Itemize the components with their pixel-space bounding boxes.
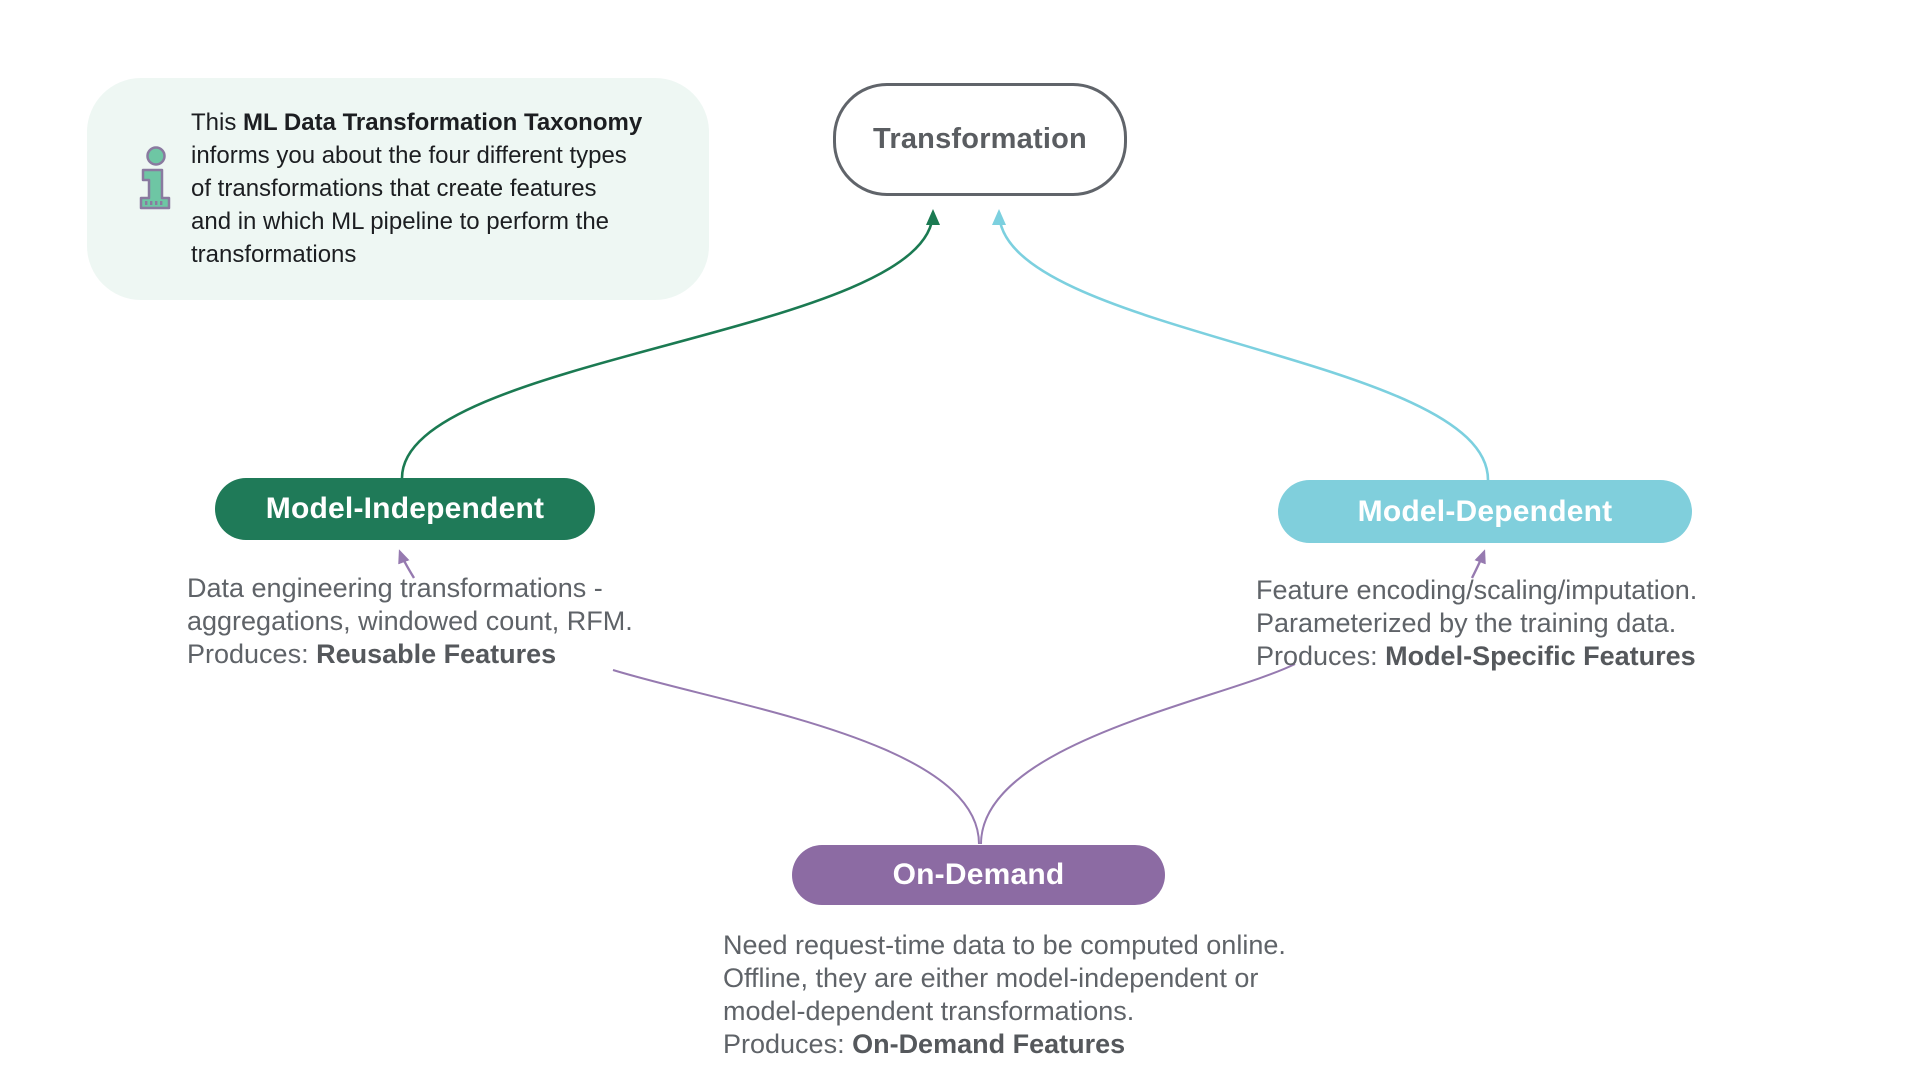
info-text-line5: transformations (191, 241, 357, 268)
info-text-prefix: This (191, 109, 244, 136)
desc-line: Offline, they are either model-independe… (723, 963, 1259, 993)
desc-produces-line: Produces: Reusable Features (187, 638, 633, 671)
info-callout: This ML Data Transformation Taxonomy inf… (87, 78, 709, 300)
info-text-line4: and in which ML pipeline to perform the (191, 208, 610, 235)
node-model-independent-label: Model-Independent (265, 492, 545, 525)
desc-model-dependent: Feature encoding/scaling/imputation. Par… (1256, 574, 1697, 673)
node-on-demand: On-Demand (792, 845, 1165, 905)
info-text: This ML Data Transformation Taxonomy inf… (191, 106, 701, 271)
edge-on-demand-to-model-dependent (980, 663, 1296, 845)
produces-value: Model-Specific Features (1385, 641, 1696, 671)
desc-line: Need request-time data to be computed on… (723, 930, 1286, 960)
info-icon (139, 146, 171, 210)
produces-label: Produces: (723, 1029, 853, 1059)
desc-line: model-dependent transformations. (723, 996, 1135, 1026)
node-on-demand-label: On-Demand (892, 858, 1065, 891)
desc-model-independent: Data engineering transformations - aggre… (187, 572, 633, 671)
info-text-line3: of transformations that create features (191, 175, 597, 202)
edge-model-dependent-to-transformation (992, 209, 1490, 481)
node-transformation-label: Transformation (873, 123, 1087, 155)
produces-label: Produces: (1256, 641, 1386, 671)
desc-line: Data engineering transformations - (187, 573, 603, 603)
info-icon-base-marks (145, 201, 163, 205)
info-icon-body (139, 168, 171, 210)
produces-label: Produces: (187, 639, 317, 669)
desc-produces-line: Produces: On-Demand Features (723, 1028, 1286, 1061)
info-icon-dot (146, 146, 166, 166)
desc-line: Feature encoding/scaling/imputation. (1256, 575, 1698, 605)
desc-on-demand: Need request-time data to be computed on… (723, 929, 1286, 1061)
node-transformation: Transformation (833, 83, 1127, 196)
edge-on-demand-to-model-independent (612, 669, 980, 845)
produces-value: On-Demand Features (852, 1029, 1126, 1059)
node-model-dependent-label: Model-Dependent (1357, 494, 1613, 528)
produces-value: Reusable Features (316, 639, 557, 669)
desc-line: aggregations, windowed count, RFM. (187, 606, 633, 636)
desc-produces-line: Produces: Model-Specific Features (1256, 640, 1697, 673)
node-model-dependent: Model-Dependent (1278, 480, 1692, 543)
info-text-line2: informs you about the four different typ… (191, 142, 627, 169)
node-model-independent: Model-Independent (215, 478, 595, 540)
info-text-title: ML Data Transformation Taxonomy (243, 109, 643, 136)
desc-line: Parameterized by the training data. (1256, 608, 1677, 638)
